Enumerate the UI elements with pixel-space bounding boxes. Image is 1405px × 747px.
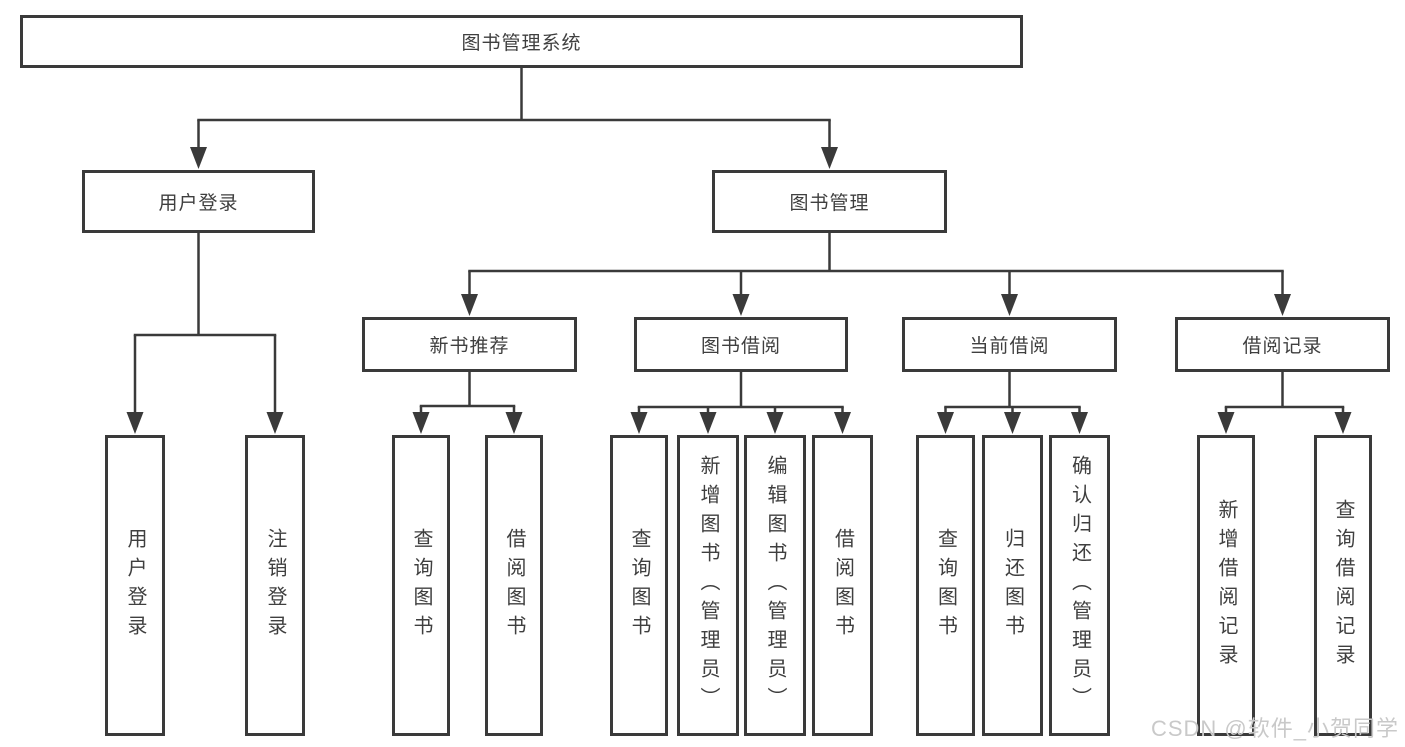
- node-bb-borrow-books: 借阅图书: [812, 435, 873, 736]
- node-br-add-record: 新增借阅记录: [1197, 435, 1255, 736]
- node-cb-query-books: 查询图书: [916, 435, 975, 736]
- arrowhead-icon: [1001, 294, 1018, 316]
- node-label-cb-confirm-return: 确认归还（管理员）: [1068, 455, 1091, 716]
- node-label-cb-query-books: 查询图书: [934, 527, 957, 644]
- node-current-borrow: 当前借阅: [902, 317, 1117, 372]
- arrowhead-icon: [505, 412, 523, 434]
- arrowhead-icon: [190, 147, 207, 169]
- node-nb-query-books: 查询图书: [392, 435, 450, 736]
- arrowhead-icon: [1071, 412, 1088, 434]
- node-leaf-user-login: 用户登录: [105, 435, 165, 736]
- node-book-mgmt: 图书管理: [712, 170, 947, 233]
- node-label-bb-edit-books: 编辑图书（管理员）: [764, 455, 786, 716]
- arrowhead-icon: [126, 412, 144, 434]
- arrowhead-icon: [1004, 412, 1021, 434]
- arrowhead-icon: [937, 412, 954, 434]
- node-label-borrow-records: 借阅记录: [1242, 336, 1323, 357]
- node-cb-return-books: 归还图书: [982, 435, 1043, 736]
- node-label-user-login-group: 用户登录: [158, 193, 239, 214]
- node-label-nb-borrow-books: 借阅图书: [503, 527, 525, 644]
- watermark-text: CSDN @软件_小贺同学: [1150, 716, 1399, 741]
- node-root: 图书管理系统: [20, 15, 1023, 68]
- node-cb-confirm-return: 确认归还（管理员）: [1049, 435, 1110, 736]
- node-label-bb-query-books: 查询图书: [628, 527, 650, 644]
- node-book-borrow: 图书借阅: [634, 317, 848, 372]
- node-label-bb-add-books: 新增图书（管理员）: [697, 455, 719, 716]
- node-borrow-records: 借阅记录: [1175, 317, 1390, 372]
- node-label-book-mgmt: 图书管理: [789, 193, 870, 214]
- arrowhead-icon: [266, 412, 284, 434]
- node-user-login-group: 用户登录: [82, 170, 315, 233]
- node-label-new-book-rec: 新书推荐: [429, 336, 510, 357]
- node-bb-query-books: 查询图书: [610, 435, 668, 736]
- node-label-bb-borrow-books: 借阅图书: [831, 527, 854, 644]
- node-label-br-add-record: 新增借阅记录: [1215, 498, 1237, 673]
- node-label-book-borrow: 图书借阅: [700, 336, 781, 357]
- node-bb-edit-books: 编辑图书（管理员）: [744, 435, 806, 736]
- arrowhead-icon: [766, 412, 784, 434]
- node-label-br-query-record: 查询借阅记录: [1332, 498, 1354, 673]
- node-label-current-borrow: 当前借阅: [969, 336, 1050, 357]
- node-label-cb-return-books: 归还图书: [1001, 527, 1024, 644]
- node-leaf-logout: 注销登录: [245, 435, 305, 736]
- arrowhead-icon: [834, 412, 851, 434]
- node-bb-add-books: 新增图书（管理员）: [677, 435, 739, 736]
- arrowhead-icon: [1217, 412, 1235, 434]
- arrowhead-icon: [461, 294, 478, 316]
- node-br-query-record: 查询借阅记录: [1314, 435, 1372, 736]
- node-nb-borrow-books: 借阅图书: [485, 435, 543, 736]
- arrowhead-icon: [732, 294, 750, 316]
- arrowhead-icon: [1274, 294, 1291, 316]
- arrowhead-icon: [630, 412, 648, 434]
- node-label-leaf-user-login: 用户登录: [124, 527, 146, 644]
- node-label-leaf-logout: 注销登录: [264, 527, 286, 644]
- arrowhead-icon: [821, 147, 838, 169]
- node-new-book-rec: 新书推荐: [362, 317, 577, 372]
- arrowhead-icon: [1334, 412, 1352, 434]
- arrowhead-icon: [412, 412, 430, 434]
- node-label-nb-query-books: 查询图书: [410, 527, 432, 644]
- node-label-root: 图书管理系统: [461, 33, 582, 54]
- arrowhead-icon: [699, 412, 717, 434]
